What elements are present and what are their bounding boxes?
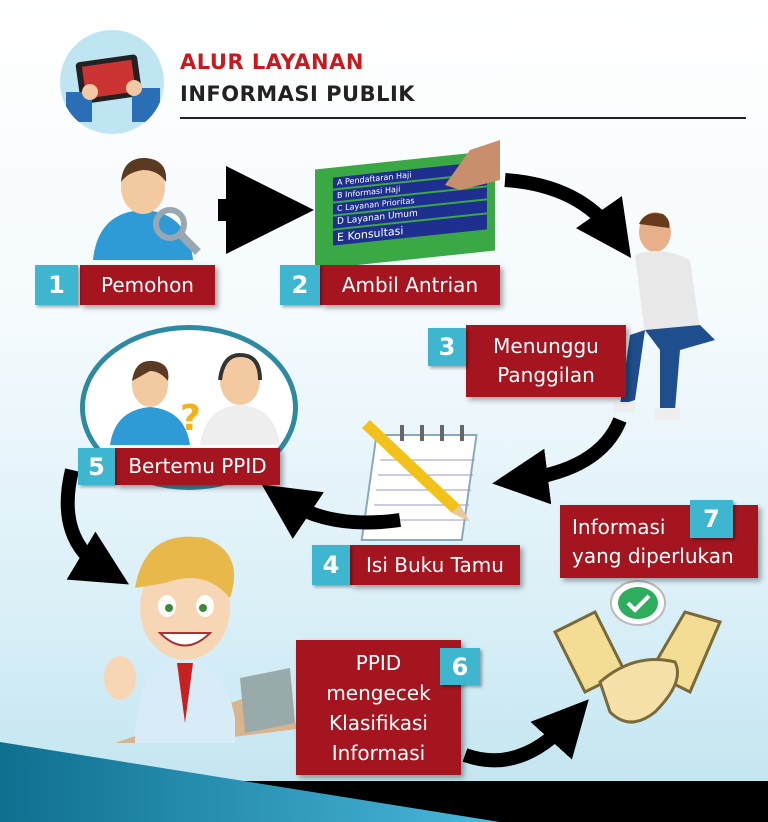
title-line-1: ALUR LAYANAN — [180, 50, 364, 74]
applicant-person-icon — [93, 157, 201, 260]
step-6-label-line-4: Informasi — [331, 740, 426, 765]
step-3-label-line-1: Menunggu — [493, 334, 599, 358]
step-3-number: 3 — [428, 328, 466, 366]
arrow-5-to-6 — [60, 468, 130, 585]
step-7-label: Informasi yang diperlukan — [560, 505, 758, 578]
header-logo — [60, 30, 164, 134]
step-6-label-line-1: PPID — [355, 650, 402, 675]
step-5-number: 5 — [78, 448, 115, 485]
step-7-label-line-2: yang diperlukan — [572, 543, 734, 568]
finger-hand-icon — [445, 140, 500, 190]
step-7-number: 7 — [690, 500, 733, 538]
step-6-number: 6 — [440, 648, 480, 685]
step-5-label: Bertemu PPID — [115, 448, 280, 485]
step-6-label-line-3: Klasifikasi — [329, 710, 428, 735]
step-1-label: Pemohon — [80, 265, 215, 305]
step-4-number: 4 — [312, 545, 350, 585]
svg-text:?: ? — [180, 398, 201, 439]
step-2-number: 2 — [280, 265, 320, 305]
ppid-officer-cartoon — [104, 536, 305, 743]
title-line-2: INFORMASI PUBLIK — [180, 82, 416, 106]
step-3-label: Menunggu Panggilan — [466, 325, 626, 397]
seated-man-icon — [613, 212, 715, 420]
guestbook-notepad-icon — [360, 420, 478, 541]
applicant-and-officer-icon: ? — [110, 352, 280, 445]
step-6-label-line-2: mengecek — [326, 680, 431, 705]
step-4-label: Isi Buku Tamu — [350, 545, 520, 585]
step-6-label: PPID mengecek Klasifikasi Informasi — [296, 640, 461, 775]
handshake-icon — [552, 609, 723, 724]
check-circle-icon — [610, 580, 666, 626]
step-2-label: Ambil Antrian — [320, 265, 500, 305]
arrow-6-to-7 — [462, 699, 589, 768]
arrow-3-to-4 — [492, 417, 627, 505]
header-divider — [180, 117, 746, 119]
step-7-label-line-1: Informasi — [572, 514, 666, 539]
step-1-number: 1 — [35, 265, 78, 305]
tablet-hands-icon — [66, 54, 160, 122]
arrow-2-to-3 — [504, 173, 632, 258]
step-3-label-line-2: Panggilan — [497, 363, 595, 387]
arrow-4-to-5 — [261, 484, 401, 539]
